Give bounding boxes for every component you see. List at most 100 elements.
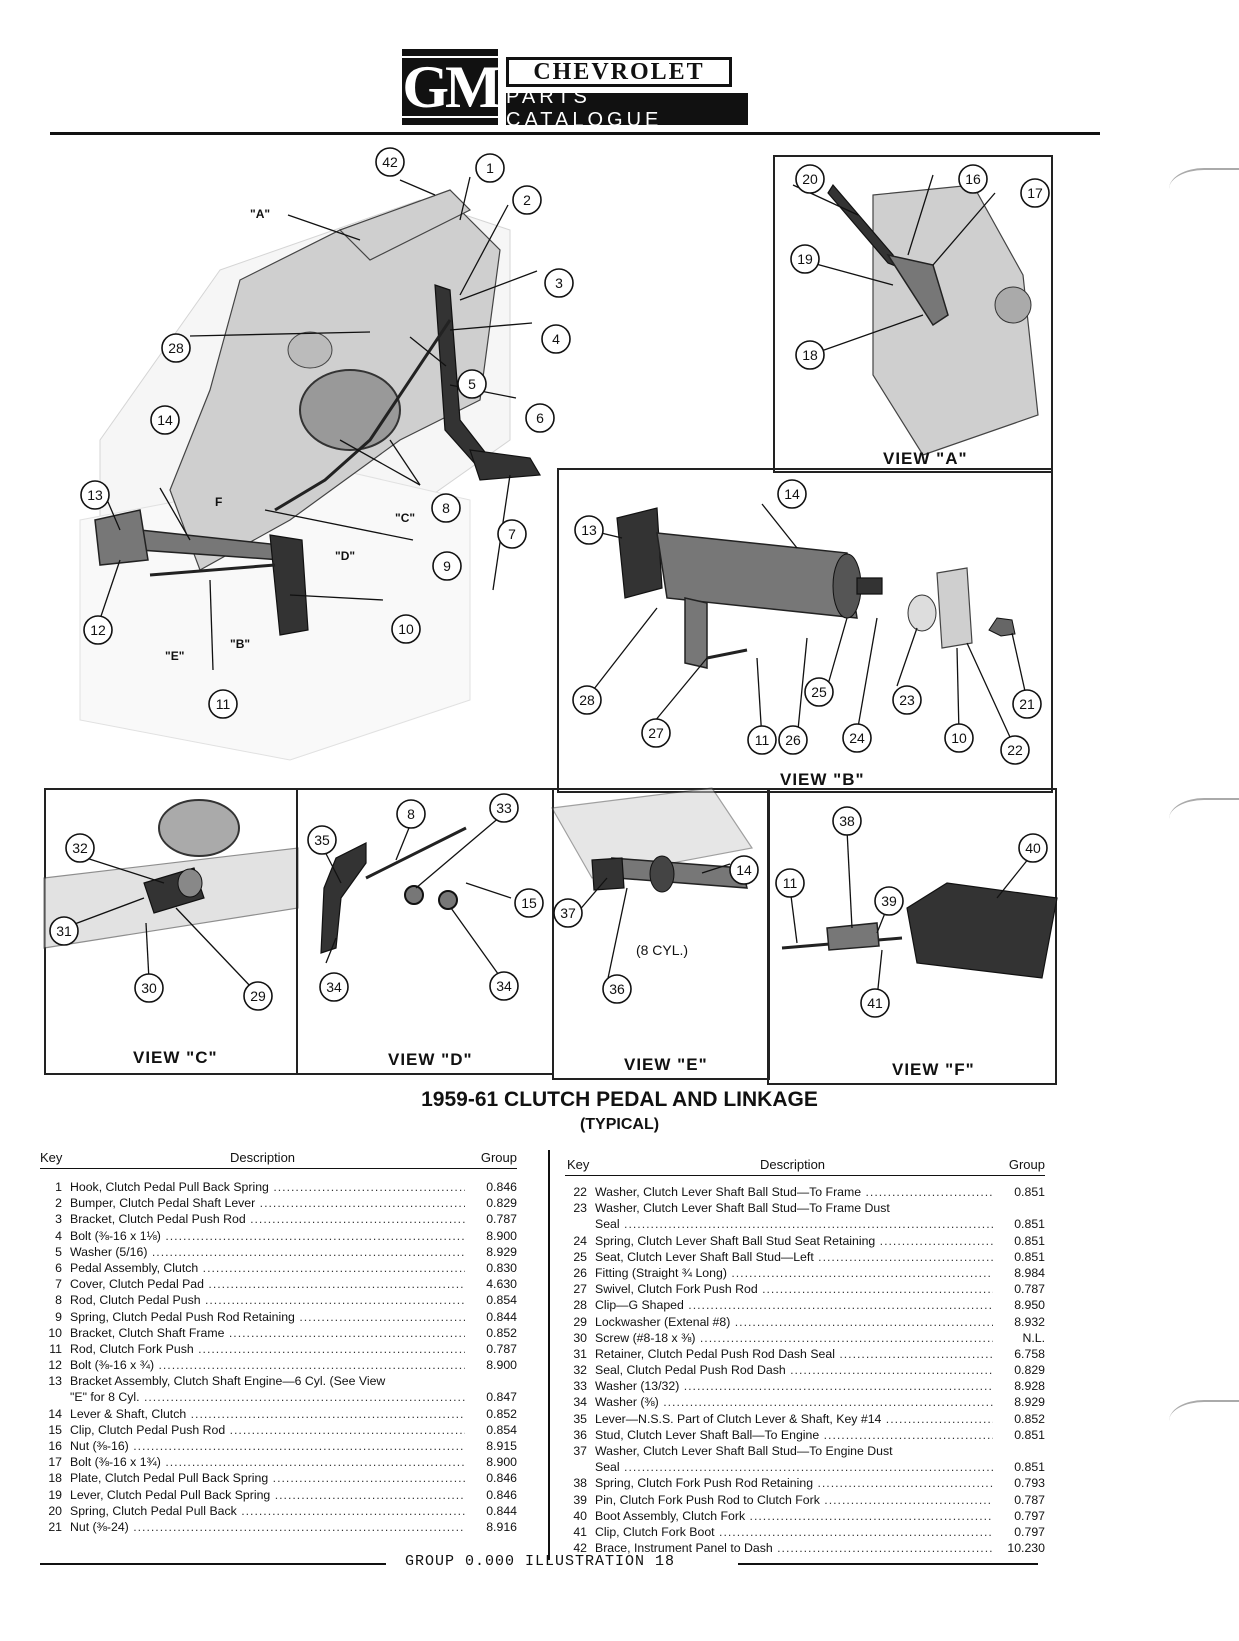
row-description: Lever, Clutch Pedal Pull Back Spring [70, 1487, 465, 1503]
binder-mark [1169, 798, 1239, 840]
row-group: 0.793 [997, 1475, 1045, 1492]
svg-text:1: 1 [486, 160, 494, 176]
svg-text:16: 16 [965, 171, 981, 187]
row-group: 0.830 [469, 1259, 517, 1277]
callout-41: 41 [860, 988, 890, 1018]
row-key: 26 [573, 1265, 587, 1280]
tag-c: "C" [395, 511, 415, 525]
svg-text:35: 35 [314, 832, 330, 848]
row-description: Bumper, Clutch Pedal Shaft Lever [70, 1195, 465, 1211]
row-key: 34 [573, 1395, 587, 1410]
row-description: Brace, Instrument Panel to Dash [595, 1540, 993, 1556]
row-group: 0.844 [469, 1308, 517, 1325]
callout-42: 42 [375, 147, 405, 177]
row-group: 8.900 [469, 1454, 517, 1471]
callout-34b: 34 [489, 971, 519, 1001]
svg-text:26: 26 [785, 732, 801, 748]
row-description: Bolt (⅜-16 x 1¾) [70, 1454, 465, 1470]
row-key: 37 [573, 1444, 587, 1458]
tag-d: "D" [335, 549, 355, 563]
row-key: 21 [48, 1519, 62, 1534]
svg-text:4: 4 [552, 331, 560, 347]
svg-text:31: 31 [56, 923, 72, 939]
svg-text:36: 36 [609, 981, 625, 997]
row-description: Lever & Shaft, Clutch [70, 1406, 465, 1422]
view-a-box [773, 155, 1053, 473]
row-key: 36 [573, 1427, 587, 1442]
view-b-label: VIEW "B" [780, 770, 865, 789]
row-description: Washer (5/16) [70, 1244, 465, 1260]
row-key: 11 [49, 1341, 62, 1356]
tag-a: "A" [250, 207, 270, 221]
page-footer: GROUP 0.000 ILLUSTRATION 18 [40, 1553, 1040, 1573]
row-key: 5 [55, 1244, 62, 1259]
svg-text:24: 24 [849, 730, 865, 746]
svg-text:15: 15 [521, 895, 537, 911]
svg-text:13: 13 [87, 487, 103, 503]
svg-text:3: 3 [555, 275, 563, 291]
callout-14b: 14 [777, 479, 807, 509]
row-key: 31 [573, 1346, 587, 1361]
instrument-panel-brace [338, 189, 472, 261]
row-description: Seal [595, 1216, 993, 1232]
callout-11f: 11 [775, 868, 805, 898]
row-group: 0.787 [469, 1340, 517, 1358]
row-key: 32 [573, 1363, 587, 1378]
catalogue-label: PARTS CATALOGUE [506, 86, 748, 131]
row-description: Pedal Assembly, Clutch [70, 1260, 465, 1276]
svg-text:14: 14 [157, 412, 173, 428]
engine-bracket [94, 509, 149, 566]
row-group: 0.851 [997, 1232, 1045, 1249]
row-key: 41 [573, 1524, 587, 1539]
row-description: Spring, Clutch Pedal Push Rod Retaining [70, 1309, 465, 1325]
row-key: 18 [48, 1471, 62, 1486]
row-key: 9 [55, 1309, 62, 1324]
row-group: 0.829 [997, 1362, 1045, 1379]
row-group: 0.844 [469, 1502, 517, 1519]
svg-text:40: 40 [1025, 840, 1041, 856]
callout-14e: 14 [729, 855, 759, 885]
callout-28: 28 [161, 333, 191, 363]
row-group: 0.851 [997, 1184, 1045, 1201]
shaft-lever [320, 842, 367, 954]
row-group: 0.787 [997, 1281, 1045, 1298]
header-description: Description [230, 1150, 296, 1165]
svg-text:12: 12 [90, 622, 106, 638]
row-description: Pin, Clutch Fork Push Rod to Clutch Fork [595, 1492, 993, 1508]
row-key: 28 [573, 1298, 587, 1313]
view-d-label: VIEW "D" [388, 1050, 473, 1069]
row-group: 6.758 [997, 1345, 1045, 1363]
callout-22: 22 [1000, 735, 1030, 765]
svg-text:6: 6 [536, 410, 544, 426]
main-callouts: 42 1 2 3 4 5 6 7 8 9 10 11 12 13 14 28 [80, 147, 574, 719]
callout-34a: 34 [319, 972, 349, 1002]
row-group: 0.854 [469, 1421, 517, 1439]
row-description: Bolt (⅜-16 x ¾) [70, 1357, 465, 1373]
callout-11: 11 [208, 689, 238, 719]
callout-6: 6 [525, 403, 555, 433]
tag-b: "B" [230, 637, 250, 651]
callout-35: 35 [307, 825, 337, 855]
callout-32: 32 [65, 833, 95, 863]
binder-mark [1169, 1400, 1239, 1442]
row-key: 29 [573, 1314, 587, 1329]
row-key: 22 [573, 1185, 587, 1199]
header-group: Group [1008, 1157, 1045, 1172]
svg-text:34: 34 [496, 978, 512, 994]
row-key: 23 [573, 1201, 587, 1216]
row-key: 2 [55, 1196, 62, 1211]
table-row: Seal0.851 [565, 1216, 1045, 1233]
row-description: Screw (#8-18 x ⅜) [595, 1330, 993, 1346]
svg-text:29: 29 [250, 988, 266, 1004]
